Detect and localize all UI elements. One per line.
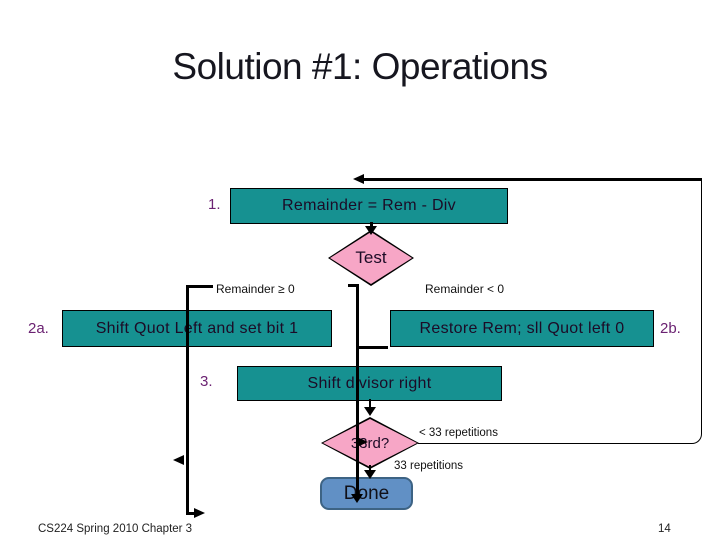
connector-step3-decision — [369, 399, 371, 410]
connector-step1-test — [370, 222, 373, 228]
arrow-down-icon — [364, 407, 376, 416]
step3-text: Shift divisor right — [307, 374, 432, 392]
branch-label-remainder-ge-0: Remainder ≥ 0 — [216, 282, 295, 296]
step2a-label: 2a. — [28, 320, 49, 337]
done-box: Done — [320, 477, 413, 510]
footer-text: CS224 Spring 2010 Chapter 3 — [38, 523, 193, 535]
test-label: Test — [330, 232, 412, 284]
connector-center-arrow-right-icon — [357, 437, 368, 447]
branch-label-remainder-lt-0: Remainder < 0 — [425, 282, 505, 296]
step3-box: Shift divisor right — [237, 366, 502, 401]
loopback-line-top — [363, 178, 702, 181]
connector-left-arrow-right-icon — [194, 508, 205, 518]
connector-decision-done — [369, 465, 371, 474]
exit-count-label: 33 repetitions — [394, 460, 464, 472]
step2b-text: Restore Rem; sll Quot left 0 — [419, 319, 625, 337]
step2b-box: Restore Rem; sll Quot left 0 — [390, 310, 654, 347]
connector-center-arrow-down-icon — [351, 494, 363, 503]
connector-left-bottom-stub — [186, 512, 196, 515]
step2a-text: Shift Quot Left and set bit 1 — [95, 319, 299, 337]
step1-text: Remainder = Rem - Div — [282, 197, 456, 214]
connector-center-branch-stub — [357, 346, 388, 349]
step2a-box: Shift Quot Left and set bit 1 — [62, 310, 332, 347]
connector-left-vertical — [186, 285, 189, 515]
step2b-label: 2b. — [660, 320, 681, 337]
arrow-down-icon — [365, 226, 377, 235]
page-number: 14 — [658, 523, 671, 535]
step3-label: 3. — [200, 373, 213, 390]
connector-left-top-stub — [186, 285, 213, 288]
connector-center-vertical — [356, 284, 359, 496]
slide-title: Solution #1: Operations — [172, 46, 548, 87]
loopback-line-right — [418, 180, 702, 444]
connector-left-mid-arrow-left-icon — [173, 454, 184, 465]
test-diamond: Test — [328, 230, 414, 286]
arrow-down-icon — [364, 470, 376, 479]
step1-box: Remainder = Rem - Div — [230, 188, 508, 224]
connector-center-top-stub — [348, 284, 359, 287]
loopback-arrow-left-icon — [353, 173, 364, 184]
step1-label: 1. — [208, 196, 221, 213]
loop-count-label: < 33 repetitions — [419, 427, 498, 439]
